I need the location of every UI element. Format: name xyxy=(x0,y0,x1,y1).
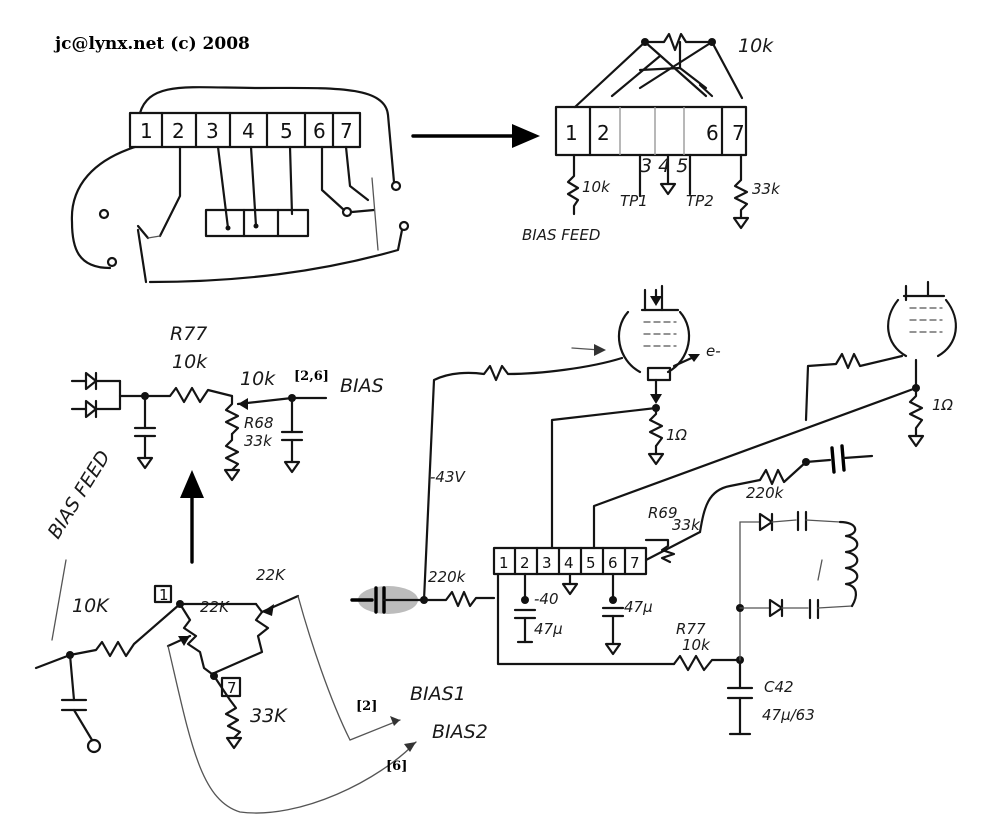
main-schematic: 220k -43V e- 1Ω xyxy=(350,280,957,736)
top-left-connector-diagram: 1 2 3 4 5 6 7 xyxy=(70,86,410,284)
bf-bias1: BIAS1 xyxy=(410,683,466,705)
ms-r69-value: 33k xyxy=(672,516,701,534)
bf-bias-feed: BIAS FEED xyxy=(44,447,115,543)
bf-pin-7: 7 xyxy=(227,679,237,697)
ms-c42-value: 47µ/63 xyxy=(762,706,815,724)
ms-pin-1: 1 xyxy=(499,554,509,572)
ms-pin-7: 7 xyxy=(630,554,640,572)
ms-pin-2: 2 xyxy=(520,554,530,572)
tr-pin-2: 2 xyxy=(597,121,610,145)
tr-bias-feed: BIAS FEED xyxy=(522,226,600,244)
bn-bias-label: BIAS xyxy=(340,375,384,397)
tr-pin-1: 1 xyxy=(565,121,578,145)
ms-pin-6: 6 xyxy=(608,554,618,572)
bn-r77-label: R77 xyxy=(170,323,207,345)
ms-r77-label: R77 xyxy=(676,620,706,638)
top-right-connector-diagram: 1 2 6 7 10k 10k 3 4 5 TP1 TP2 33k BIAS F… xyxy=(522,32,781,244)
ms-cathode-res-right: 1Ω xyxy=(932,396,954,414)
ms-r77-value: 10k xyxy=(682,636,711,654)
bf-pin-1: 1 xyxy=(159,586,169,604)
bn-pot-value: 10k xyxy=(240,368,276,390)
tl-pin-2: 2 xyxy=(172,119,185,143)
ms-electron: e- xyxy=(706,342,721,360)
ms-cap-pin6: 47µ xyxy=(624,598,653,616)
tl-pin-7: 7 xyxy=(340,119,353,143)
bn-r68-label: R68 xyxy=(244,414,274,432)
bias-network-diagram: R77 10k 10k R68 33k [2,6] BIAS xyxy=(70,323,384,482)
arrow-up xyxy=(180,470,204,564)
bf-ref-2: [2] xyxy=(356,699,377,714)
ms-pin-5: 5 xyxy=(586,554,596,572)
ms-c42-label: C42 xyxy=(764,678,794,696)
ms-cathode-res-left: 1Ω xyxy=(666,426,688,444)
ms-cap-pin2: 47µ xyxy=(534,620,563,638)
tl-pin-5: 5 xyxy=(280,119,293,143)
ms-pin-3: 3 xyxy=(542,554,552,572)
bf-bias2: BIAS2 xyxy=(432,721,488,743)
bn-r68-value: 33k xyxy=(244,432,273,450)
ms-r69-label: R69 xyxy=(648,504,678,522)
tr-left-res: 10k xyxy=(582,178,611,196)
ms-r220-top: 220k xyxy=(746,484,785,502)
tl-pin-4: 4 xyxy=(242,119,255,143)
bf-pot-a: 22K xyxy=(200,598,230,616)
tr-pin-6: 6 xyxy=(706,121,719,145)
tr-pins-middle: 3 4 5 xyxy=(640,155,688,177)
tr-right-res: 33k xyxy=(752,180,781,198)
bn-r77-value: 10k xyxy=(172,351,208,373)
ms-pin2-voltage: -40 xyxy=(534,590,559,608)
tl-pin-3: 3 xyxy=(206,119,219,143)
tl-pin-6: 6 xyxy=(313,119,326,143)
bf-series-res: 10K xyxy=(72,595,110,617)
credit-text: jc@lynx.net (c) 2008 xyxy=(53,34,250,54)
bf-pot-b: 22K xyxy=(256,566,286,584)
tr-tp1: TP1 xyxy=(620,192,648,210)
bf-ref-6: [6] xyxy=(386,759,407,774)
bias-feed-detail-diagram: BIAS FEED 10K 1 22K 22K 7 33K xyxy=(34,447,488,814)
bf-lower-res: 33K xyxy=(250,705,288,727)
bn-pin-ref: [2,6] xyxy=(294,369,329,384)
tr-pin-7: 7 xyxy=(732,121,745,145)
ms-r220-left: 220k xyxy=(428,568,467,586)
tr-pot-label: 10k xyxy=(738,35,774,57)
tr-tp2: TP2 xyxy=(686,192,714,210)
tl-pin-1: 1 xyxy=(140,119,153,143)
ms-voltage: -43V xyxy=(430,468,466,486)
arrow-right xyxy=(411,124,540,148)
ms-pin-4: 4 xyxy=(564,554,574,572)
